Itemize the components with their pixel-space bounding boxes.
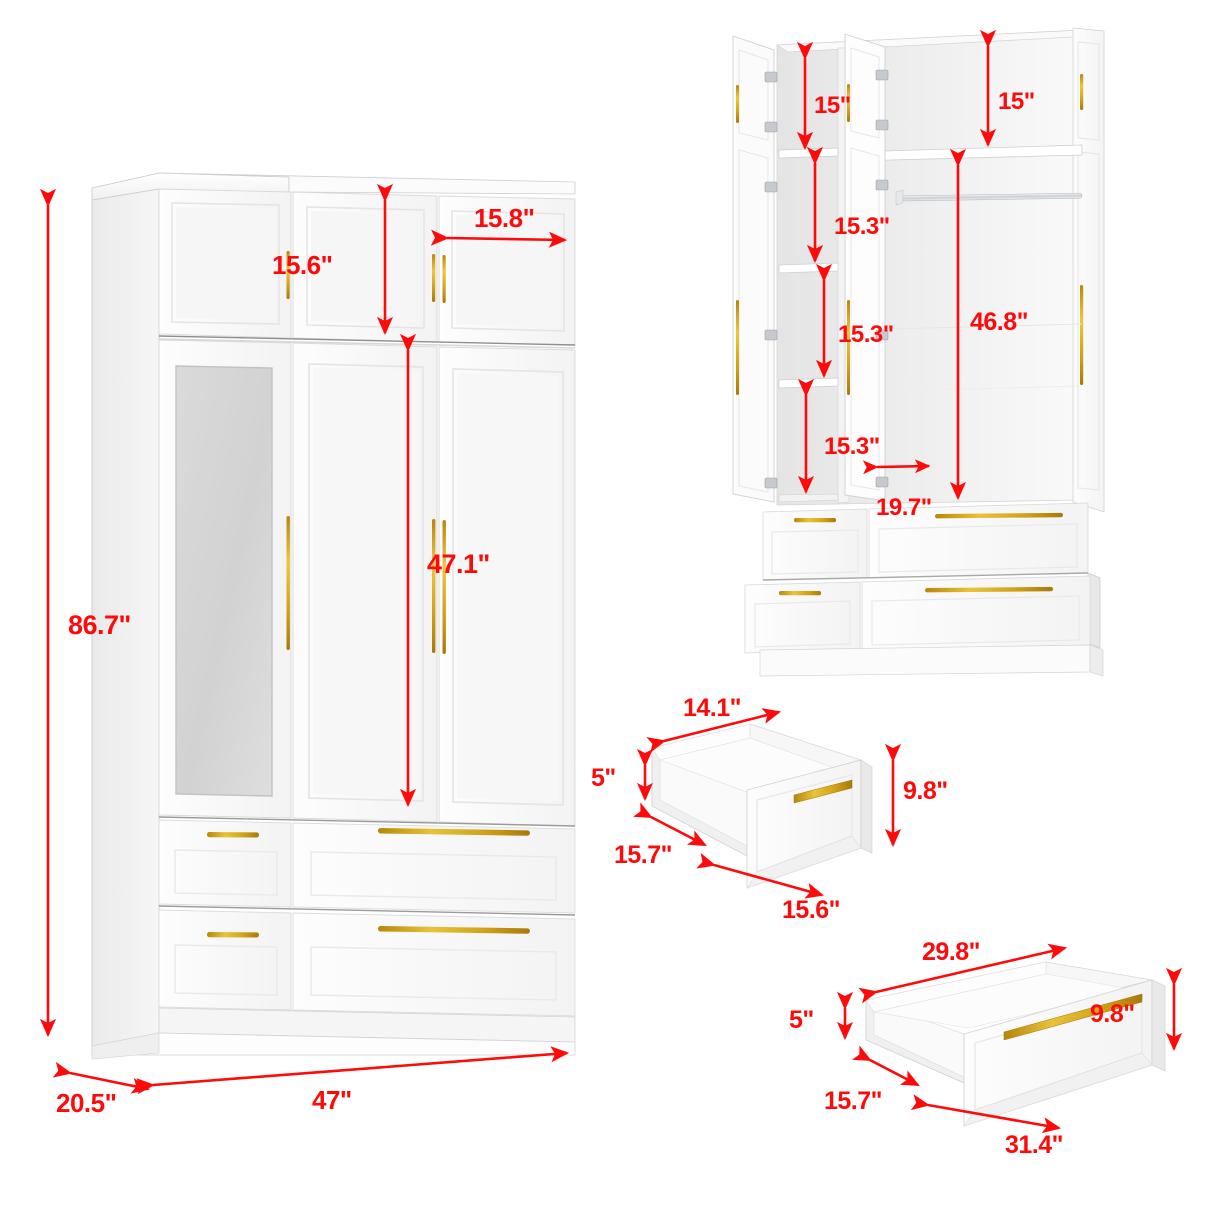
shelf xyxy=(778,262,839,274)
handle-bar-icon[interactable] xyxy=(377,926,530,934)
dim-top-door-height: 15.6" xyxy=(272,250,333,280)
dim-large-drawer-box-depth: 5" xyxy=(789,1006,814,1034)
shelf xyxy=(778,493,839,503)
interior-drawer-large-lower[interactable] xyxy=(861,575,1091,651)
dim-top-door-width: 15.8" xyxy=(474,203,535,233)
front-drawer-large-1[interactable] xyxy=(292,822,576,914)
handle-bar-icon[interactable] xyxy=(377,828,530,836)
small-inner-width-arrow xyxy=(646,708,782,753)
interior-drawer-row-lower xyxy=(744,572,1104,677)
interior-dimension-lines xyxy=(796,29,997,501)
rod-bracket xyxy=(895,189,904,206)
handle-bar-icon[interactable] xyxy=(432,254,436,302)
dim-main-door-height: 47.1" xyxy=(427,549,490,579)
interior-door-open-1[interactable] xyxy=(732,35,778,503)
handle-bar-icon[interactable] xyxy=(935,512,1064,519)
dim-overall-width: 47" xyxy=(312,1085,352,1115)
handle-bar-icon[interactable] xyxy=(206,832,259,838)
dim-left-shelf-3: 15.3" xyxy=(838,321,894,348)
interior-drawer-row-upper xyxy=(762,502,1089,581)
dim-interior-depth: 19.7" xyxy=(876,494,932,521)
overall-depth-arrow xyxy=(52,1061,151,1094)
front-view-dimension-lines xyxy=(39,183,570,1095)
dim-small-drawer-front-height: 9.8" xyxy=(903,777,948,805)
handle-bar-icon[interactable] xyxy=(1080,285,1084,385)
interior-drawer-small-lower[interactable] xyxy=(744,581,861,654)
front-elevation-view xyxy=(39,172,576,1095)
front-drawer-row-2 xyxy=(158,909,576,1017)
dim-left-shelf-4: 15.3" xyxy=(824,433,880,460)
handle-bar-icon[interactable] xyxy=(442,255,446,303)
front-base-plinth xyxy=(91,1007,576,1060)
main-door-left-mirror[interactable] xyxy=(158,339,292,819)
top-door-width-arrow xyxy=(430,229,568,248)
handle-bar-icon[interactable] xyxy=(794,518,836,523)
handle-bar-icon[interactable] xyxy=(286,516,290,650)
dim-right-top-shelf: 15" xyxy=(998,88,1035,115)
large-inner-width-arrow xyxy=(858,943,1068,1004)
handle-bar-icon[interactable] xyxy=(736,300,739,395)
handle-bar-icon[interactable] xyxy=(442,520,446,654)
small-drawer-detail xyxy=(632,708,902,899)
interior-open-view xyxy=(732,27,1105,677)
handle-bar-icon[interactable] xyxy=(286,251,290,299)
handle-bar-icon[interactable] xyxy=(736,85,739,123)
handle-bar-icon[interactable] xyxy=(779,591,821,596)
front-drawer-large-2[interactable] xyxy=(292,912,576,1017)
dim-large-drawer-side-depth: 15.7" xyxy=(824,1087,883,1115)
handle-bar-icon[interactable] xyxy=(1080,74,1084,110)
handle-bar-icon[interactable] xyxy=(925,586,1054,593)
dim-overall-height: 86.7" xyxy=(68,610,131,640)
handle-bar-icon[interactable] xyxy=(847,300,850,395)
dim-large-drawer-front-width: 31.4" xyxy=(1005,1131,1064,1159)
main-door-band xyxy=(158,339,576,827)
dim-small-drawer-front-width: 15.6" xyxy=(782,896,841,924)
dim-large-drawer-front-height: 9.8" xyxy=(1090,1000,1135,1028)
mirror-glass-panel xyxy=(175,365,273,797)
interior-right-compartment xyxy=(850,144,1083,393)
dim-small-drawer-inner-width: 14.1" xyxy=(683,694,742,722)
front-drawer-row-1 xyxy=(158,819,576,916)
handle-bar-icon[interactable] xyxy=(793,779,853,804)
handle-bar-icon[interactable] xyxy=(1003,993,1143,1041)
dim-small-drawer-side-depth: 15.7" xyxy=(614,841,673,869)
shelf xyxy=(778,147,839,159)
upper-door-middle[interactable] xyxy=(292,191,438,343)
main-door-right[interactable] xyxy=(438,346,576,827)
small-side-depth-arrow xyxy=(632,802,707,847)
large-side-depth-arrow xyxy=(851,1045,920,1087)
overall-width-arrow xyxy=(136,1046,570,1095)
hinge-icon xyxy=(875,69,889,488)
main-door-middle[interactable] xyxy=(292,342,438,823)
front-drawer-small-2[interactable] xyxy=(158,909,292,1011)
handle-bar-icon[interactable] xyxy=(847,84,850,122)
interior-base-plinth xyxy=(759,644,1091,677)
hinge-icon xyxy=(764,71,778,489)
upper-door-left[interactable] xyxy=(158,188,292,339)
large-drawer-detail xyxy=(836,943,1183,1134)
shelf xyxy=(778,377,839,389)
small-front-width-arrow xyxy=(696,852,825,899)
large-front-width-arrow xyxy=(910,1094,1062,1134)
dim-left-top-shelf: 15" xyxy=(814,92,851,119)
small-drawer-dimension-lines xyxy=(632,708,902,899)
dim-small-drawer-box-depth: 5" xyxy=(591,764,616,792)
interior-depth-arrow xyxy=(862,459,931,475)
dim-large-drawer-inner-width: 29.8" xyxy=(922,938,981,966)
dim-hanging-height: 46.8" xyxy=(970,308,1029,336)
dim-overall-depth: 20.5" xyxy=(56,1088,117,1118)
interior-right-door-closed[interactable] xyxy=(1072,27,1105,513)
handle-bar-icon[interactable] xyxy=(206,932,259,938)
dim-left-shelf-2: 15.3" xyxy=(834,213,890,240)
interior-drawer-small-upper[interactable] xyxy=(762,508,868,581)
interior-drawer-large-upper[interactable] xyxy=(868,502,1089,579)
front-drawer-small-1[interactable] xyxy=(158,819,292,908)
large-drawer-dimension-lines xyxy=(836,943,1183,1134)
interior-door-open-2[interactable] xyxy=(844,33,889,502)
handle-bar-icon[interactable] xyxy=(432,519,436,653)
